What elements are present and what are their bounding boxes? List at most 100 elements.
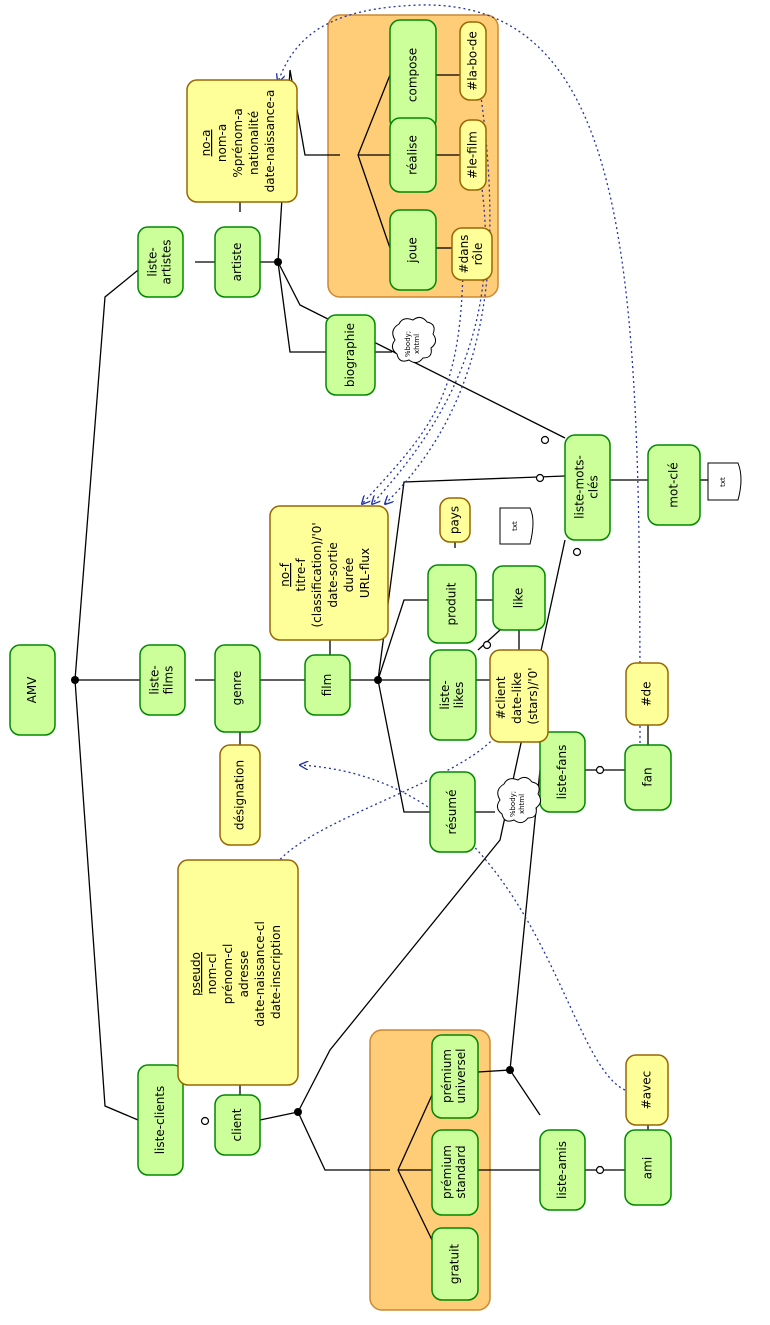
node-liste-amis[interactable]: liste-amis: [539, 1129, 586, 1211]
attr-dans-role[interactable]: #dansrôle: [451, 227, 493, 281]
premium-universel-line1: prémium: [440, 1049, 454, 1103]
node-artiste[interactable]: artiste: [214, 226, 261, 298]
svg-text:#la-bo-de: #la-bo-de: [466, 31, 480, 91]
attr-pays[interactable]: pays: [439, 497, 471, 543]
dans-role-line1: #dans: [457, 235, 471, 274]
svg-text:liste-films: liste-films: [148, 665, 176, 694]
svg-text:liste-clients: liste-clients: [153, 1086, 167, 1155]
attr-avec[interactable]: #avec: [625, 1054, 669, 1126]
node-liste-films[interactable]: liste-films: [139, 644, 186, 716]
svg-text:biographie: biographie: [343, 323, 357, 387]
svg-text:prémiumstandard: prémiumstandard: [440, 1145, 468, 1199]
node-genre[interactable]: genre: [214, 644, 261, 733]
dans-role-line2: rôle: [471, 243, 485, 266]
liste-artistes-line1: liste-: [146, 247, 160, 276]
node-liste-clients[interactable]: liste-clients: [137, 1064, 184, 1176]
artiste-attr-1: nom-a: [215, 124, 229, 162]
node-fan[interactable]: fan: [624, 744, 672, 811]
client-attr-2: prénom-cl: [221, 944, 235, 1005]
node-client[interactable]: client: [214, 1094, 261, 1156]
client-attr-1: nom-cl: [205, 953, 219, 994]
client-attr-4: date-naissance-cl: [253, 921, 267, 1026]
svg-text:txt: txt: [511, 521, 519, 531]
junction-dots: [71, 258, 514, 1116]
svg-text:liste-mots-clés: liste-mots-clés: [573, 455, 601, 519]
svg-text:liste-likes: liste-likes: [438, 680, 466, 709]
attr-client[interactable]: pseudo nom-cl prénom-cl adresse date-nai…: [177, 859, 299, 1086]
node-mot-cle[interactable]: mot-clé: [647, 444, 701, 526]
svg-text:#de: #de: [640, 681, 654, 706]
svg-text:produit: produit: [445, 582, 459, 625]
svg-text:pseudo nom-cl: pseudo nom-cl prénom-cl adresse date-nai…: [189, 917, 283, 1026]
resume-cloud-line2: xhtml: [518, 794, 526, 814]
node-liste-mots-cles[interactable]: liste-mots-clés: [564, 434, 611, 541]
node-realise[interactable]: réalise: [389, 117, 437, 193]
node-like[interactable]: like: [492, 565, 546, 631]
svg-text:prémiumuniversel: prémiumuniversel: [440, 1049, 468, 1104]
node-resume[interactable]: résumé: [429, 771, 476, 853]
svg-text:#client date-like: #client date-like (stars)/'0': [494, 667, 540, 724]
content-type-shapes: %body;xhtml %body;xhtml txt txt: [391, 316, 742, 824]
element-nodes: AMV liste-artistes artiste biographie co…: [9, 19, 701, 1301]
node-premium-standard[interactable]: prémiumstandard: [431, 1129, 479, 1216]
biographie-cloud-line1: %body;: [404, 331, 412, 357]
artiste-attr-3: nationalité: [247, 111, 261, 175]
like-attr-0: #client: [494, 676, 508, 719]
client-attr-0: pseudo: [189, 952, 203, 996]
attribute-boxes: no-a nom-a %prénom-a nationalité date-na…: [177, 21, 669, 1126]
node-ami[interactable]: ami: [624, 1129, 672, 1206]
film-attr-1: titre-f: [294, 557, 308, 591]
film-attr-0: no-f: [278, 562, 292, 587]
svg-text:no-f titre-f (: no-f titre-f (classification)/'0' date-s…: [278, 518, 372, 627]
svg-text:AMV: AMV: [25, 676, 39, 704]
liste-likes-line1: liste-: [438, 680, 452, 709]
svg-text:fan: fan: [641, 767, 655, 786]
svg-text:#avec: #avec: [640, 1071, 654, 1110]
attr-film[interactable]: no-f titre-f (classification)/'0' date-s…: [269, 505, 389, 641]
liste-films-line1: liste-: [148, 665, 162, 694]
attr-artiste[interactable]: no-a nom-a %prénom-a nationalité date-na…: [186, 79, 298, 203]
artiste-attr-0: no-a: [199, 129, 213, 156]
artiste-attr-4: date-naissance-a: [263, 90, 277, 193]
film-attr-3: date-sortie: [326, 542, 340, 607]
film-attr-2: (classification)/'0': [310, 522, 324, 627]
node-film[interactable]: film: [304, 654, 351, 716]
node-liste-artistes[interactable]: liste-artistes: [137, 226, 184, 298]
node-produit[interactable]: produit: [427, 564, 477, 644]
like-attr-2: (stars)/'0': [526, 667, 540, 724]
attr-de[interactable]: #de: [625, 662, 669, 726]
node-joue[interactable]: joue: [389, 209, 437, 291]
attr-le-film[interactable]: #le-film: [459, 119, 487, 191]
film-attr-4: durée: [342, 558, 356, 593]
svg-text:compose: compose: [406, 48, 420, 102]
node-liste-likes[interactable]: liste-likes: [429, 649, 477, 741]
svg-text:résumé: résumé: [445, 790, 459, 835]
svg-text:liste-artistes: liste-artistes: [146, 240, 174, 285]
like-doc-icon: txt: [499, 507, 534, 545]
node-gratuit[interactable]: gratuit: [431, 1227, 479, 1301]
biographie-cloud-line2: xhtml: [413, 334, 421, 354]
node-compose[interactable]: compose: [389, 19, 437, 131]
svg-text:txt: txt: [719, 477, 727, 487]
svg-text:film: film: [320, 674, 334, 697]
svg-text:mot-clé: mot-clé: [667, 462, 681, 507]
premium-standard-line1: prémium: [440, 1145, 454, 1199]
like-attr-1: date-like: [510, 672, 524, 724]
svg-text:pays: pays: [448, 506, 462, 534]
svg-text:client: client: [230, 1108, 244, 1141]
client-attr-3: adresse: [237, 950, 251, 997]
svg-text:artiste: artiste: [230, 243, 244, 282]
node-liste-fans[interactable]: liste-fans: [539, 731, 586, 813]
attr-like[interactable]: #client date-like (stars)/'0': [489, 649, 549, 743]
liste-films-line2: films: [162, 666, 176, 695]
attr-la-bo-de[interactable]: #la-bo-de: [459, 21, 487, 101]
node-amv[interactable]: AMV: [9, 644, 56, 736]
optional-markers: [200, 435, 605, 1175]
resume-cloud-line1: %body;: [509, 791, 517, 817]
film-attr-5: URL-flux: [358, 548, 372, 598]
node-premium-universel[interactable]: prémiumuniversel: [431, 1034, 479, 1119]
attr-designation[interactable]: désignation: [219, 744, 261, 846]
node-biographie[interactable]: biographie: [325, 314, 376, 396]
